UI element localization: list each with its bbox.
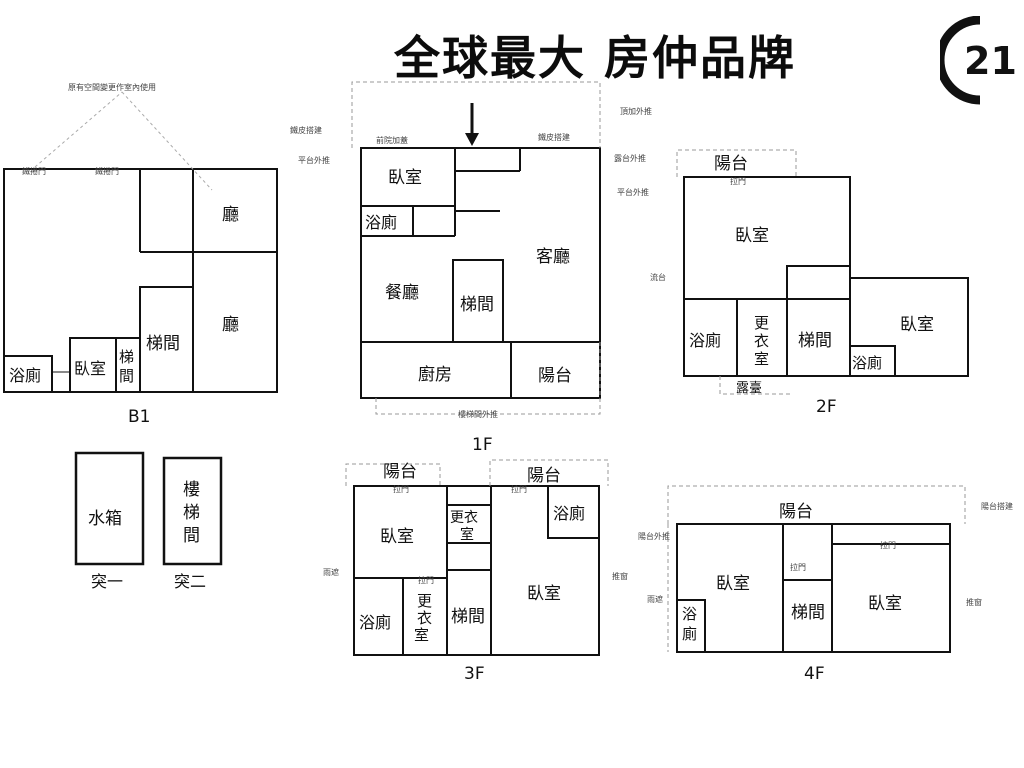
- 3f-room-balcony-left: 陽台: [383, 462, 417, 482]
- 3f-room-bath-left: 浴廁: [359, 613, 391, 632]
- 4f-room-bedroom-left: 臥室: [716, 574, 750, 594]
- 3f-closet-bottom-char-3: 室: [414, 626, 429, 644]
- 2f-room-stairs: 梯間: [798, 331, 832, 351]
- 1f-room-bedroom: 臥室: [388, 168, 422, 188]
- 3f-closet-bottom-char-1: 更: [417, 592, 432, 610]
- 3f-dashed: [345, 459, 609, 486]
- 2f-room-bath-right: 浴廁: [852, 354, 882, 372]
- b1-stairs-char-2: 間: [119, 367, 134, 385]
- 2f-note-left: 流台: [650, 272, 666, 282]
- 4f-dashed: [667, 485, 966, 652]
- 1f-dashed-extensions: [351, 81, 601, 415]
- 1f-note-bottom: 樓梯間外推: [458, 409, 498, 419]
- 2f-room-balcony: 陽台: [714, 154, 748, 174]
- roof-label-1: 突一: [91, 572, 123, 591]
- 3f-closet-bottom-char-2: 衣: [417, 609, 432, 627]
- 4f-bath-char-2: 廁: [682, 625, 697, 643]
- 3f-room-bath-right: 浴廁: [553, 504, 585, 523]
- 2f-closet-char-3: 室: [754, 350, 769, 368]
- roof-stair-char-3: 間: [183, 526, 200, 546]
- 2f-room-closet: 更 衣 室: [754, 314, 774, 368]
- b1-annotations: [34, 91, 213, 191]
- b1-room-hall-1: 廳: [222, 205, 239, 225]
- 4f-note-top-right: 陽台搭建: [981, 501, 1013, 511]
- 2f-room-bedroom-right: 臥室: [900, 315, 934, 335]
- 4f-note-left-low: 雨遮: [647, 594, 663, 604]
- 2f-closet-char-1: 更: [754, 314, 769, 332]
- 3f-room-closet-top: 更衣 室: [450, 510, 482, 543]
- 2f-dashed: [676, 149, 797, 395]
- 4f-floor-label: 4F: [804, 664, 825, 684]
- b1-room-stairs: 梯間: [146, 334, 180, 354]
- roof-structures: [74, 451, 223, 566]
- b1-floor-label: B1: [128, 407, 150, 427]
- roof-water-tank: 水箱: [88, 509, 122, 529]
- 1f-note-top-b: 鐵皮搭建: [538, 132, 570, 142]
- 4f-room-bedroom-right: 臥室: [868, 594, 902, 614]
- 2f-closet-char-2: 衣: [754, 332, 769, 350]
- b1-room-hall-2: 廳: [222, 315, 239, 335]
- floor-b1: [3, 168, 278, 393]
- 3f-floor-label: 3F: [464, 664, 485, 684]
- 3f-room-bedroom-right: 臥室: [527, 584, 561, 604]
- 4f-room-stairs: 梯間: [791, 603, 825, 623]
- 2f-room-bath: 浴廁: [689, 331, 721, 350]
- slogan-text: 全球最大 房仲品牌: [394, 31, 797, 85]
- roof-stairwell: 樓 梯 間: [183, 480, 205, 546]
- 1f-note-right-mid: 露台外推: [614, 153, 646, 163]
- floor-3f: [353, 485, 600, 656]
- 3f-room-closet-bottom: 更 衣 室: [414, 592, 437, 644]
- 1f-floor-label: 1F: [472, 435, 493, 455]
- 3f-note-door-3: 拉門: [418, 575, 434, 585]
- 2f-note-door: 拉門: [730, 176, 746, 186]
- 4f-note-door-2: 拉門: [790, 562, 806, 572]
- roof-stair-char-1: 樓: [183, 480, 200, 500]
- 3f-note-door-2: 拉門: [511, 484, 527, 494]
- 3f-room-balcony-right: 陽台: [527, 466, 561, 486]
- 4f-room-balcony: 陽台: [779, 502, 813, 522]
- 3f-note-right: 推窗: [612, 571, 628, 581]
- b1-note-roof: 原有空間變更作室內使用: [68, 82, 156, 92]
- 4f-note-door-1: 拉門: [880, 540, 896, 550]
- floor-4f: [676, 523, 951, 653]
- 1f-note-left-mid: 平台外推: [298, 155, 330, 165]
- 2f-room-bedroom-main: 臥室: [735, 226, 769, 246]
- floor-2f: [683, 176, 969, 377]
- b1-note-door-right: 鐵捲門: [95, 166, 119, 176]
- 3f-note-door-1: 拉門: [393, 484, 409, 494]
- 1f-room-dining: 餐廳: [385, 283, 419, 303]
- floor-1f: [360, 147, 601, 399]
- 1f-room-kitchen: 廚房: [418, 364, 452, 385]
- roof-label-2: 突二: [174, 572, 206, 591]
- 1f-arrow: [465, 103, 479, 146]
- 3f-room-bedroom-left: 臥室: [380, 527, 414, 547]
- 3f-note-left: 雨遮: [323, 567, 339, 577]
- b1-note-door-left: 鐵捲門: [22, 166, 46, 176]
- 4f-note-right: 推窗: [966, 597, 982, 607]
- roof-stair-char-2: 梯: [183, 503, 200, 523]
- b1-room-stairs-small: 梯 間: [119, 348, 139, 385]
- 4f-note-left-top: 陽台外推: [638, 531, 670, 541]
- 4f-room-bath: 浴 廁: [682, 605, 702, 643]
- 1f-room-balcony: 陽台: [538, 366, 572, 386]
- 3f-closet-top-line-1: 更衣: [450, 510, 478, 526]
- 3f-closet-top-line-2: 室: [460, 526, 474, 543]
- 3f-room-stairs: 梯間: [451, 607, 485, 627]
- 1f-note-right-low: 平台外推: [617, 187, 649, 197]
- 2f-room-terrace: 露臺: [736, 381, 762, 396]
- 2f-floor-label: 2F: [816, 397, 837, 417]
- b1-room-bedroom: 臥室: [74, 359, 106, 378]
- 1f-note-top-a: 前院加蓋: [376, 135, 408, 145]
- b1-stairs-char-1: 梯: [119, 348, 134, 366]
- 1f-room-living: 客廳: [536, 247, 570, 267]
- century21-logo: 21: [940, 16, 1017, 105]
- 4f-bath-char-1: 浴: [682, 605, 697, 623]
- 1f-note-left-top: 鐵皮搭建: [290, 125, 322, 135]
- logo-text: 21: [964, 39, 1017, 83]
- b1-room-bath: 浴廁: [9, 366, 41, 385]
- 1f-room-bath: 浴廁: [365, 213, 397, 232]
- 1f-room-stairs: 梯間: [460, 295, 494, 315]
- 1f-note-top-right: 頂加外推: [620, 106, 652, 116]
